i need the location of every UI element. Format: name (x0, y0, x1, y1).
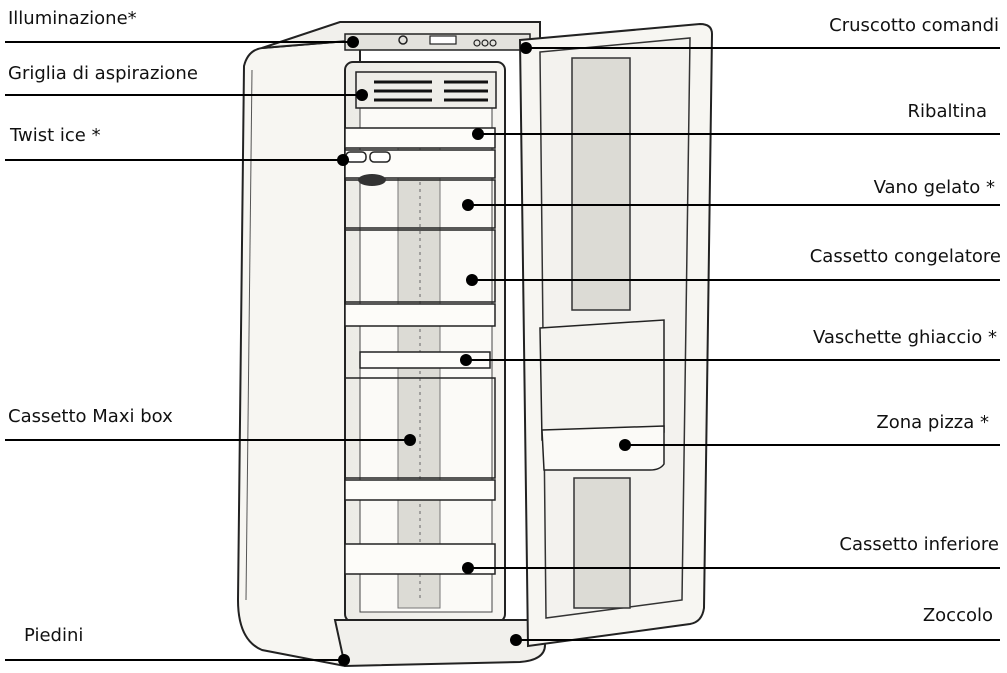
callout-dot-illuminazione (347, 36, 359, 48)
label-twist-ice: Twist ice * (10, 125, 101, 146)
label-vaschette-ghiaccio: Vaschette ghiaccio * (812, 327, 997, 348)
callout-dot-vaschette (460, 354, 472, 366)
label-cassetto-inferiore: Cassetto inferiore (839, 534, 999, 555)
flap (344, 127, 496, 149)
plinth (333, 619, 546, 668)
callout-dot-vano-gelato (462, 199, 474, 211)
label-cruscotto-comandi: Cruscotto comandi (829, 15, 999, 36)
label-ribaltina: Ribaltina (907, 101, 987, 122)
callout-dot-cruscotto (520, 42, 532, 54)
callout-dot-zona-pizza (619, 439, 631, 451)
label-zoccolo: Zoccolo (922, 605, 993, 626)
callout-dot-twist-ice (337, 154, 349, 166)
freezer-drawer (344, 229, 496, 303)
label-zona-pizza: Zona pizza * (876, 412, 989, 433)
callout-dot-ribaltina (472, 128, 484, 140)
callout-dot-griglia (356, 89, 368, 101)
cabinet-body (236, 38, 361, 668)
label-cassetto-congelatore: Cassetto congelatore (809, 246, 1001, 267)
label-vano-gelato: Vano gelato * (873, 177, 995, 198)
label-illuminazione: Illuminazione* (8, 8, 137, 29)
maxi-box-drawer (344, 377, 496, 479)
callout-dot-maxi-box (404, 434, 416, 446)
callout-dot-cassetto-congelatore (466, 274, 478, 286)
label-griglia-aspirazione: Griglia di aspirazione (8, 63, 198, 84)
callout-dot-cassetto-inferiore (462, 562, 474, 574)
callout-dot-zoccolo (510, 634, 522, 646)
label-cassetto-maxi-box: Cassetto Maxi box (8, 406, 173, 427)
callout-dot-piedini (338, 654, 350, 666)
label-piedini: Piedini (24, 625, 84, 646)
